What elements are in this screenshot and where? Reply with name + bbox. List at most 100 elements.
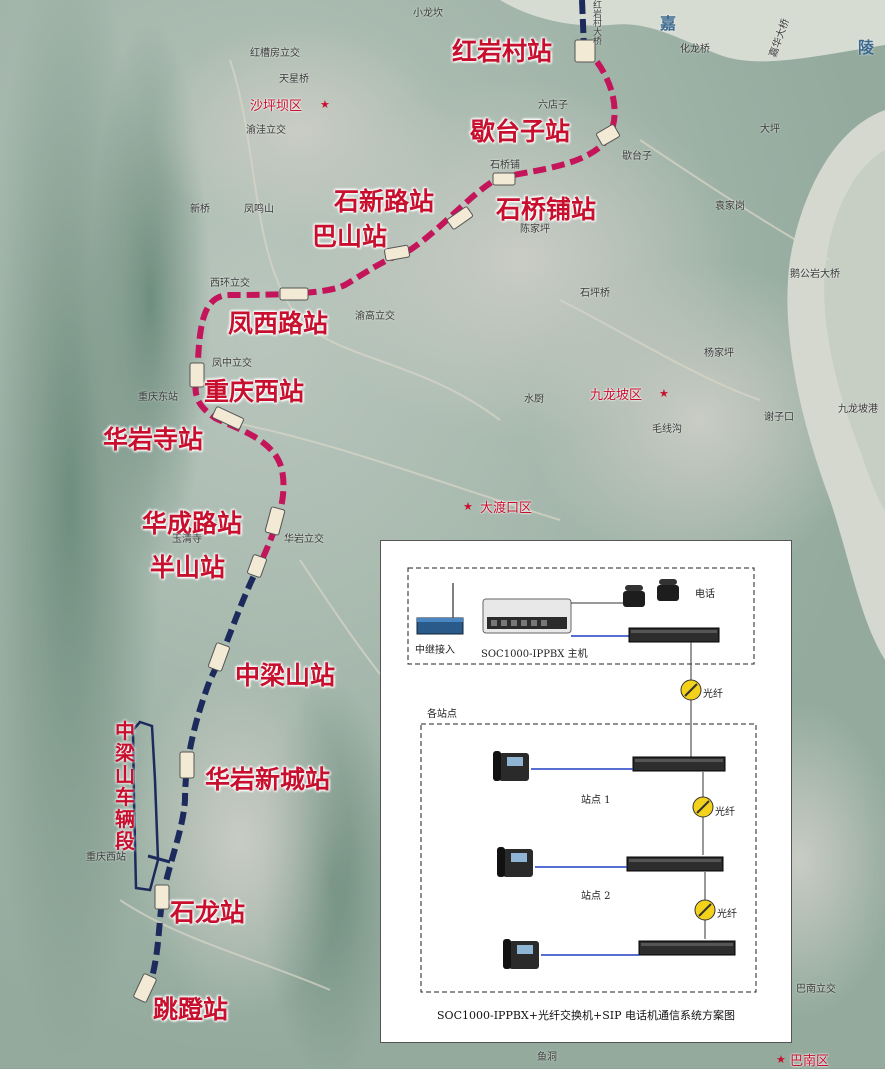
urban-area <box>150 20 450 240</box>
district-label: 大渡口区 <box>480 501 533 516</box>
station-label[interactable]: 跳蹬站 <box>153 995 229 1024</box>
depot-outline <box>131 720 160 892</box>
station-box[interactable] <box>179 751 195 779</box>
station-box[interactable] <box>574 39 596 63</box>
river-label: 陵 <box>858 38 875 57</box>
host-group-box <box>407 567 755 665</box>
place-label: 渝高立交 <box>355 311 395 322</box>
metro-line-future <box>147 558 265 986</box>
jialing-river <box>500 0 885 62</box>
star-icon: ★ <box>463 500 473 513</box>
site-1-switch-icon[interactable] <box>632 756 726 772</box>
place-label: 杨家坪 <box>704 348 734 359</box>
sites-label: 各站点 <box>427 709 457 720</box>
sip-phone-icon[interactable] <box>503 939 539 969</box>
station-box[interactable] <box>208 642 230 672</box>
place-label: 袁家岗 <box>715 201 745 212</box>
place-label: 谢子口 <box>764 412 794 423</box>
place-label: 歇台子 <box>622 151 652 162</box>
station-label[interactable]: 华岩寺站 <box>103 425 204 454</box>
network-diagram-panel: 中继接入 SOC1000-IPPBX 主机 电话 各站点 光纤 光纤 光纤 站点… <box>380 540 792 1043</box>
station-box[interactable] <box>447 206 474 230</box>
place-label: 重庆东站 <box>138 392 178 403</box>
place-label: 红槽房立交 <box>250 48 300 59</box>
sip-phone-icon[interactable] <box>493 751 529 781</box>
station-box[interactable] <box>264 506 286 536</box>
site-2-switch-icon[interactable] <box>626 856 724 872</box>
station-label[interactable]: 中梁山站 <box>235 661 336 690</box>
place-label: 化龙桥 <box>680 44 710 55</box>
place-label: 天星桥 <box>279 74 309 85</box>
urban-area <box>530 260 870 580</box>
station-label[interactable]: 歇台子站 <box>470 117 571 146</box>
place-label: 西环立交 <box>210 278 250 289</box>
place-label: 红岩村大桥 <box>591 0 601 45</box>
place-label: 九龙坡港 <box>838 404 878 415</box>
station-label[interactable]: 华岩新城站 <box>205 765 331 794</box>
network-diagram <box>407 567 757 993</box>
metro-line-active <box>192 45 618 562</box>
place-label: 新桥 <box>190 204 210 215</box>
river-label: 嘉 <box>660 14 677 33</box>
yangtze-river <box>824 150 885 510</box>
place-label: 鱼洞 <box>537 1052 557 1063</box>
station-label[interactable]: 华成路站 <box>142 509 243 538</box>
site-3-switch-icon[interactable] <box>638 940 736 956</box>
fiber-icon <box>692 796 714 818</box>
place-label: 六店子 <box>538 100 568 111</box>
district-markers: ★ ★ ★ ★ <box>320 98 786 1066</box>
phone-label: 电话 <box>695 589 715 600</box>
fiber-label: 光纤 <box>715 807 735 818</box>
station-box[interactable] <box>189 362 205 388</box>
district-label: 沙坪坝区 <box>250 99 303 114</box>
station-label[interactable]: 石新路站 <box>334 187 435 216</box>
star-icon: ★ <box>320 98 330 111</box>
station-label[interactable]: 石桥铺站 <box>496 195 597 224</box>
sites-group-box <box>420 723 757 993</box>
ippbx-host-icon[interactable] <box>482 598 572 634</box>
trunk-gateway-icon[interactable] <box>416 583 464 635</box>
star-icon: ★ <box>659 387 669 400</box>
place-label: 鹅公岩大桥 <box>790 269 840 280</box>
station-label[interactable]: 石龙站 <box>170 898 246 927</box>
sip-phone-icon[interactable] <box>497 847 533 877</box>
host-fiber-switch-icon[interactable] <box>628 627 720 643</box>
station-box[interactable] <box>383 244 411 262</box>
site-1-label: 站点 1 <box>581 795 611 806</box>
place-label: 大坪 <box>760 124 780 135</box>
desk-phone-icon[interactable] <box>657 579 679 601</box>
place-label: 凤中立交 <box>212 358 252 369</box>
station-markers <box>133 39 620 1003</box>
desk-phone-icon[interactable] <box>623 585 645 607</box>
diagram-title: SOC1000-IPPBX+光纤交换机+SIP 电话机通信系统方案图 <box>437 1009 735 1022</box>
district-label: 九龙坡区 <box>590 388 643 403</box>
place-label: 渝洼立交 <box>246 125 286 136</box>
station-label[interactable]: 巴山站 <box>312 222 388 251</box>
station-box[interactable] <box>279 287 309 301</box>
station-box[interactable] <box>154 884 170 910</box>
fiber-icon <box>694 899 716 921</box>
station-box[interactable] <box>247 554 267 578</box>
host-label: SOC1000-IPPBX 主机 <box>481 649 588 660</box>
station-label[interactable]: 半山站 <box>150 553 226 582</box>
place-label: 石桥铺 <box>490 160 520 171</box>
station-box[interactable] <box>492 172 516 186</box>
urban-area <box>130 660 350 1020</box>
district-label: 巴南区 <box>790 1054 830 1069</box>
place-label: 水厨 <box>524 394 544 405</box>
place-label: 毛线沟 <box>652 424 682 435</box>
fiber-label: 光纤 <box>703 689 723 700</box>
place-label: 小龙坎 <box>413 8 443 19</box>
station-label[interactable]: 凤西路站 <box>228 309 329 338</box>
station-box[interactable] <box>596 124 620 146</box>
station-box[interactable] <box>212 406 244 430</box>
station-label[interactable]: 红岩村站 <box>452 37 553 66</box>
fiber-icon <box>680 679 702 701</box>
depot-label: 中梁山车辆段 <box>115 719 135 853</box>
place-label: 华岩立交 <box>284 534 324 545</box>
fiber-label: 光纤 <box>717 909 737 920</box>
station-label[interactable]: 重庆西站 <box>204 377 305 406</box>
trunk-label: 中继接入 <box>415 645 455 656</box>
station-box[interactable] <box>133 973 157 1003</box>
